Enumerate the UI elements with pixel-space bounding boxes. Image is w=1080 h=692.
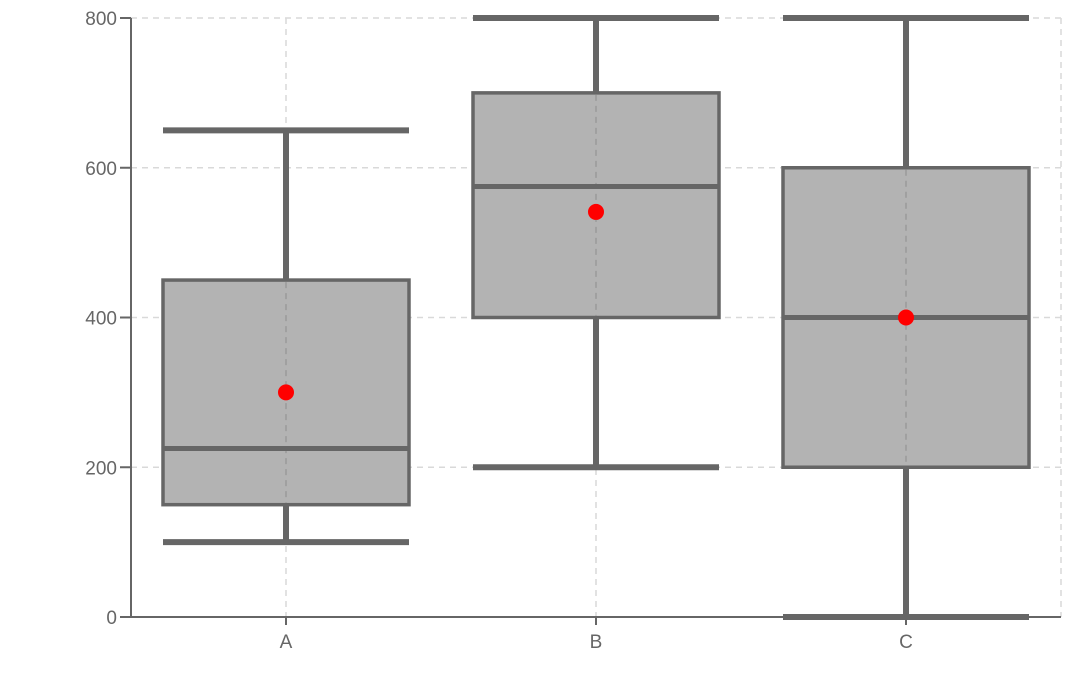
box-a (161, 127, 411, 546)
y-tick-label: 400 (85, 309, 117, 330)
x-tick-label: B (590, 632, 603, 653)
x-tick-label: C (899, 632, 913, 653)
y-tick-label: 200 (85, 458, 117, 479)
y-tick-label: 600 (85, 159, 117, 180)
box-b (471, 15, 721, 471)
y-tick-label: 0 (106, 608, 117, 629)
y-tick-label: 800 (85, 9, 117, 30)
box-series (161, 15, 1031, 620)
mean-marker (278, 384, 294, 401)
mean-marker (898, 309, 914, 326)
x-tick-label: A (280, 632, 293, 653)
mean-marker (588, 203, 604, 220)
box-c (781, 15, 1031, 620)
